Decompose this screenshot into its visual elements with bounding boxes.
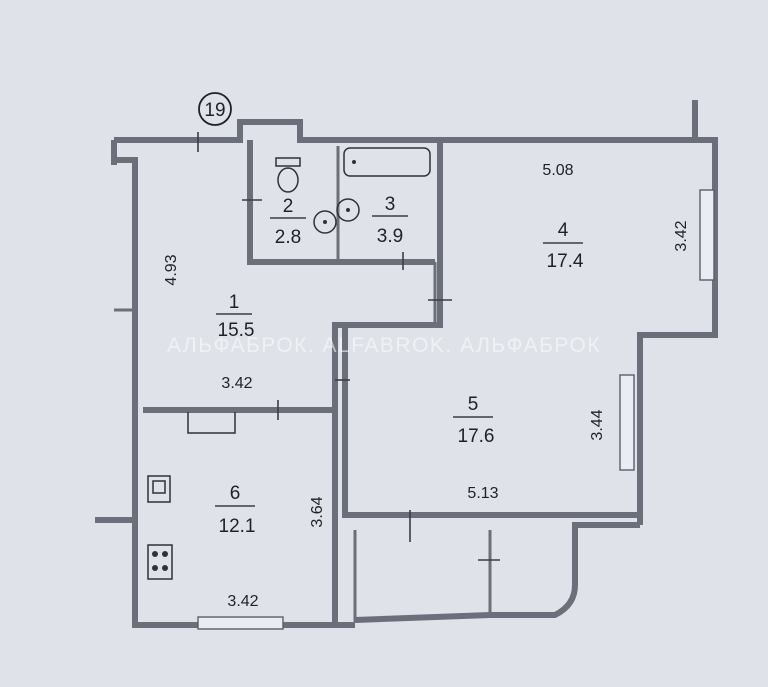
sink-icon	[313, 198, 360, 234]
door-marks	[197, 132, 500, 561]
bathtub-icon	[343, 147, 431, 177]
section-badge-label: 19	[204, 100, 225, 121]
kitchen-sink-icon	[147, 475, 171, 503]
room-5-number: 5	[468, 394, 479, 415]
room-5-label: 5 17.6	[453, 394, 494, 447]
room-6-number: 6	[230, 483, 241, 504]
room-5-area: 17.6	[458, 426, 495, 447]
window-room-6	[197, 616, 284, 630]
room-2-number: 2	[283, 196, 294, 217]
room-1-area: 15.5	[218, 320, 255, 341]
window-room-4	[699, 189, 715, 281]
room-1-dimension-width: 3.42	[221, 375, 252, 392]
room-6-niche	[187, 412, 236, 434]
room-2-area: 2.8	[275, 227, 301, 248]
toilet-icon	[275, 157, 301, 193]
room-4-label: 4 17.4	[543, 220, 584, 272]
walls	[95, 100, 718, 628]
room-1-label: 1 15.5	[216, 292, 254, 341]
room-4-number: 4	[558, 220, 569, 241]
room-6-dimension-height: 3.64	[309, 496, 326, 527]
room-5-dimension-width: 5.13	[467, 485, 498, 502]
room-4-dimension-width: 5.08	[542, 162, 573, 179]
room-1-number: 1	[229, 292, 240, 313]
stove-icon	[147, 544, 173, 580]
room-3-area: 3.9	[377, 226, 403, 247]
room-5-dimension-height: 3.44	[589, 409, 606, 440]
room-6-dimension-width: 3.42	[227, 593, 258, 610]
room-4-dimension-height: 3.42	[673, 220, 690, 251]
room-3-number: 3	[385, 194, 396, 215]
window-room-5	[619, 374, 635, 471]
room-4-area: 17.4	[547, 251, 584, 272]
room-1-dimension-height: 4.93	[163, 254, 180, 285]
section-badge: 19	[198, 92, 232, 126]
watermark-text: АЛЬФАБРОК. ALFABROK. АЛЬФАБРОК	[167, 334, 601, 357]
room-6-area: 12.1	[219, 516, 256, 537]
room-2-label: 2 2.8	[270, 196, 306, 248]
room-3-label: 3 3.9	[372, 194, 408, 247]
windows	[197, 189, 715, 630]
room-6-label: 6 12.1	[215, 483, 255, 537]
